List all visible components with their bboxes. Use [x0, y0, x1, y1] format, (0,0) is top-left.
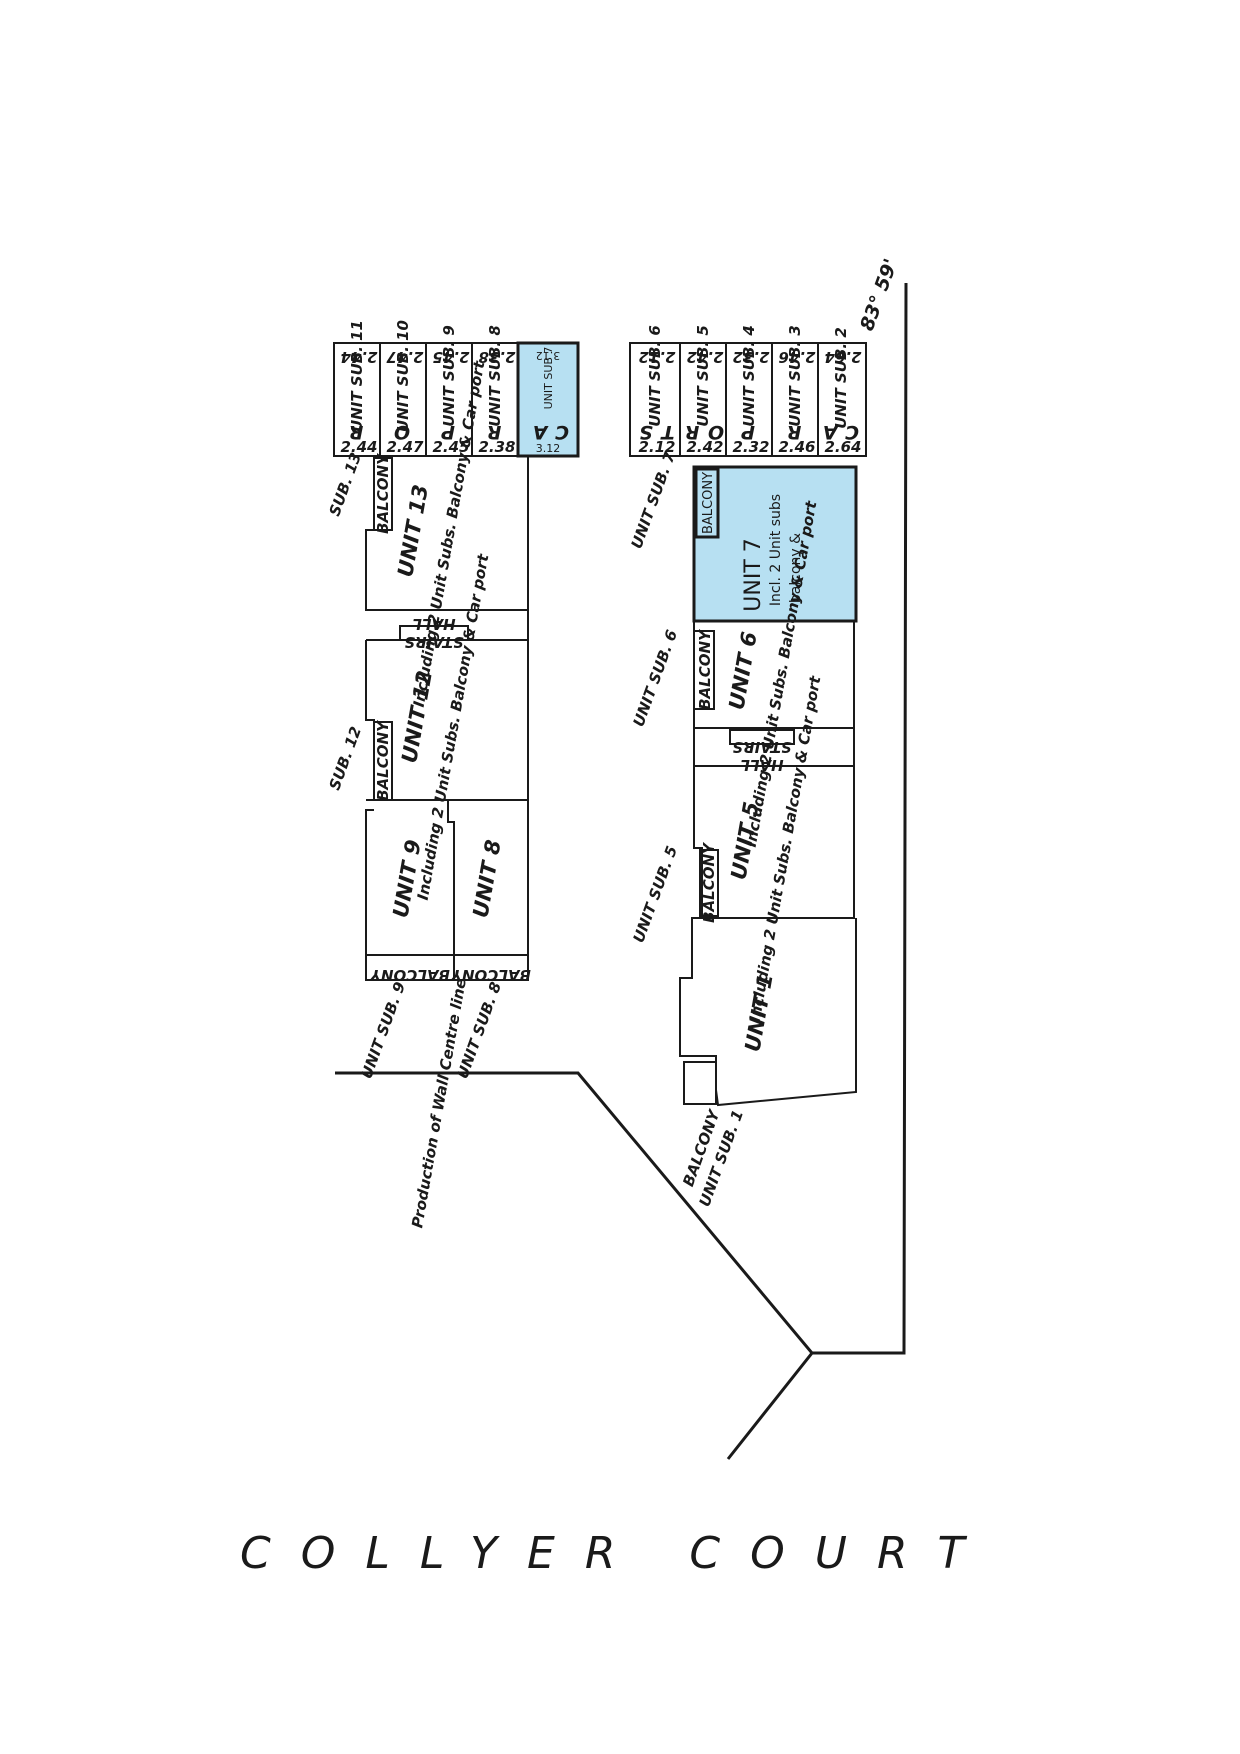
right-building — [679, 465, 858, 1107]
bearing-label: 83° 59' — [856, 256, 902, 334]
carport-dimension: 2.45 — [432, 438, 469, 456]
carport-dimension: 2.45 — [432, 348, 469, 366]
unit-6-balcony — [693, 630, 715, 710]
carport-dimension: 2.42 — [686, 348, 723, 366]
unit-7-highlight — [692, 465, 858, 623]
carport-sub-label: UNIT SUB. 9 — [440, 325, 458, 427]
unit-sub-9-label: UNIT SUB. 9 — [357, 980, 409, 1082]
unit-7-balcony — [694, 467, 720, 539]
carport-dimension: 2.47 — [386, 438, 424, 456]
unit-sub-7-highlight — [516, 341, 580, 458]
sub-13-label: SUB. 13 — [326, 450, 366, 518]
carport-sub-label: UNIT SUB. 3 — [786, 325, 804, 427]
right-carport-letter: T — [659, 421, 674, 443]
stairs-label: STAIRS — [404, 633, 463, 651]
right-carport-letter: R — [685, 421, 700, 443]
street-name: COLLYER COURT — [240, 1528, 994, 1579]
carport-dimension: 2.64 — [824, 438, 861, 456]
left-carport-row — [333, 341, 580, 458]
balcony-label: BALCONY — [696, 628, 714, 710]
unit-7-note: Incl. 2 Unit subs — [768, 494, 784, 606]
carport-sub-label: UNIT SUB. 11 — [348, 320, 366, 432]
carport-dimension: 2.46 — [778, 438, 815, 456]
unit-5-balcony — [699, 849, 719, 917]
carport-dimension: 2.47 — [386, 348, 424, 366]
carport-dimension: 2.42 — [686, 438, 723, 456]
unit-1-label: UNIT 1 — [740, 972, 777, 1054]
east-boundary-line — [812, 282, 908, 1355]
unit-7-note: balcony & — [788, 533, 804, 603]
right-carport-letter: S — [639, 421, 653, 443]
left-building — [365, 455, 529, 981]
hall-label: HALL — [412, 615, 455, 633]
carport-dimension: 2.44 — [340, 348, 377, 366]
carport-dimension: 3.12 — [536, 442, 561, 455]
right-carport-letter: C — [845, 421, 859, 443]
production-note: Production of Wall Centre line — [408, 977, 470, 1230]
carport-dimension: 2.38 — [478, 348, 515, 366]
unit-6-label: UNIT 6 — [724, 630, 761, 712]
unit-1-balcony — [683, 1061, 717, 1105]
unit-sub-5-label: UNIT SUB. 5 — [629, 844, 681, 946]
carport-sub-label: UNIT SUB. 5 — [694, 325, 712, 427]
unit-sub-6-label: UNIT SUB. 6 — [629, 628, 681, 730]
balcony-label: BALCONY — [700, 841, 718, 923]
carport-dimension: 2.32 — [732, 348, 769, 366]
carport-dimension: 2.44 — [340, 438, 377, 456]
hall-label: HALL — [740, 756, 783, 774]
unit-sub-7-label: UNIT SUB. 7 — [627, 449, 679, 551]
left-carport-letter: C — [555, 421, 569, 443]
balcony-label: BALCONY — [374, 452, 392, 534]
carport-sub-label: UNIT SUB 7 — [542, 347, 555, 410]
carport-sub-label: UNIT SUB. 8 — [486, 325, 504, 427]
carport-sub-label: UNIT SUB. 4 — [740, 325, 758, 427]
unit-7-label: UNIT 7 — [741, 538, 766, 611]
unit-8-label: UNIT 8 — [468, 838, 505, 920]
balcony-label: BALCONY — [449, 966, 531, 984]
unit-13-balcony — [373, 457, 393, 531]
right-carport-letter: R — [787, 421, 802, 443]
west-boundary-line — [335, 1071, 814, 1460]
carport-dimension: 2.12 — [638, 438, 675, 456]
carport-dimension: 2.38 — [478, 438, 515, 456]
carport-dimension: 2.12 — [638, 348, 675, 366]
balcony-label: BALCONY — [368, 966, 450, 984]
carport-dimension: 2.64 — [824, 348, 861, 366]
balcony-label: BALCONY — [374, 719, 392, 801]
carport-sub-label: UNIT SUB. 6 — [646, 325, 664, 427]
carport-dimension: 2.46 — [778, 348, 815, 366]
balcony-label: BALCONY — [701, 472, 716, 534]
left-carport-letter: O — [394, 421, 410, 443]
site-boundary — [335, 282, 908, 1460]
carport-sub-label: UNIT SUB. 2 — [832, 327, 850, 429]
unit-13-label: UNIT 13 — [393, 483, 433, 579]
sub-12-label: SUB. 12 — [326, 724, 366, 792]
right-carport-row — [629, 342, 867, 457]
left-carport-letter: R — [349, 421, 364, 443]
left-stairs-box — [399, 625, 469, 641]
right-carport-letter: P — [741, 421, 755, 443]
carport-dimension: 2.32 — [732, 438, 769, 456]
right-carport-outline — [629, 342, 867, 457]
left-carport-letter: A — [533, 421, 550, 443]
unit-12-label: UNIT 12 — [397, 669, 437, 765]
left-carport-letter: P — [441, 421, 455, 443]
carport-sub-label: UNIT SUB. 10 — [394, 320, 412, 432]
stairs-label: STAIRS — [732, 738, 791, 756]
carport-dimension: 3.12 — [536, 349, 561, 362]
right-carport-letter: O — [708, 421, 724, 443]
left-carport-letter: R — [487, 421, 502, 443]
right-stairs-box — [729, 729, 795, 745]
right-carport-letter: A — [823, 421, 840, 443]
